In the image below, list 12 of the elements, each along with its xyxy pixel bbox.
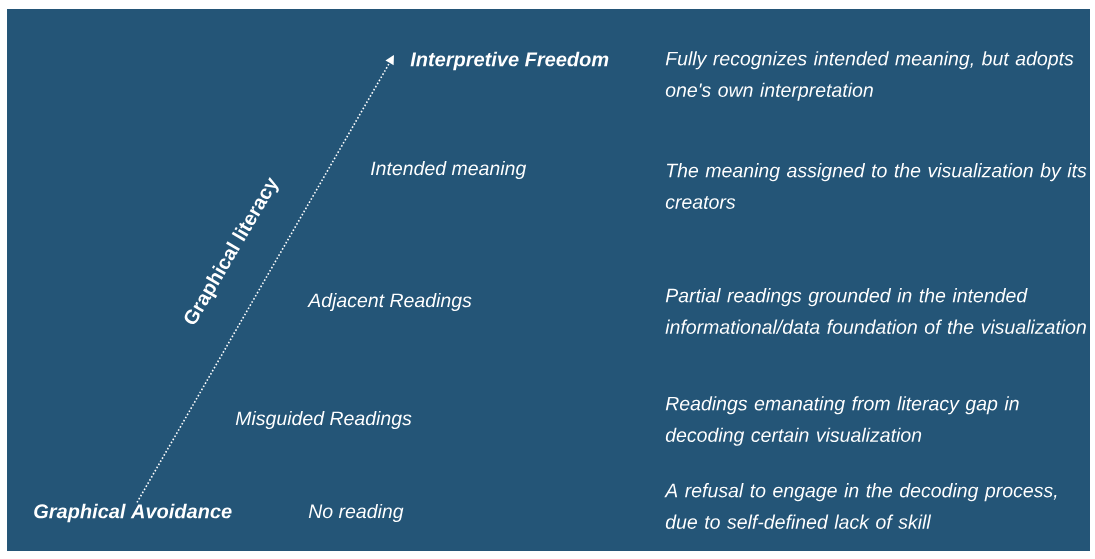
stage-label: Interpretive Freedom	[410, 51, 609, 71]
reading-label: Adjacent Readings	[307, 292, 472, 312]
description-text: The meaning assigned to the visualization by its creators	[665, 163, 1087, 209]
description-text: Partial readings grounded in the intended informational/data foundation of the visualization	[665, 288, 1086, 334]
description-text: A refusal to engage in the decoding process, due to self-defined lack of skill	[664, 483, 1057, 529]
dotted-arrow	[136, 55, 394, 504]
description-text: Readings emanating from literacy gap in decoding certain visualization	[665, 396, 1019, 446]
description-text: Fully recognizes intended meaning, but adopts one's own interpretation	[665, 51, 1074, 101]
reading-label: No reading	[308, 503, 404, 523]
reading-label: Misguided Readings	[235, 410, 412, 430]
reading-label: Intended meaning	[371, 160, 527, 180]
stage-label: Graphical Avoidance	[34, 503, 232, 523]
